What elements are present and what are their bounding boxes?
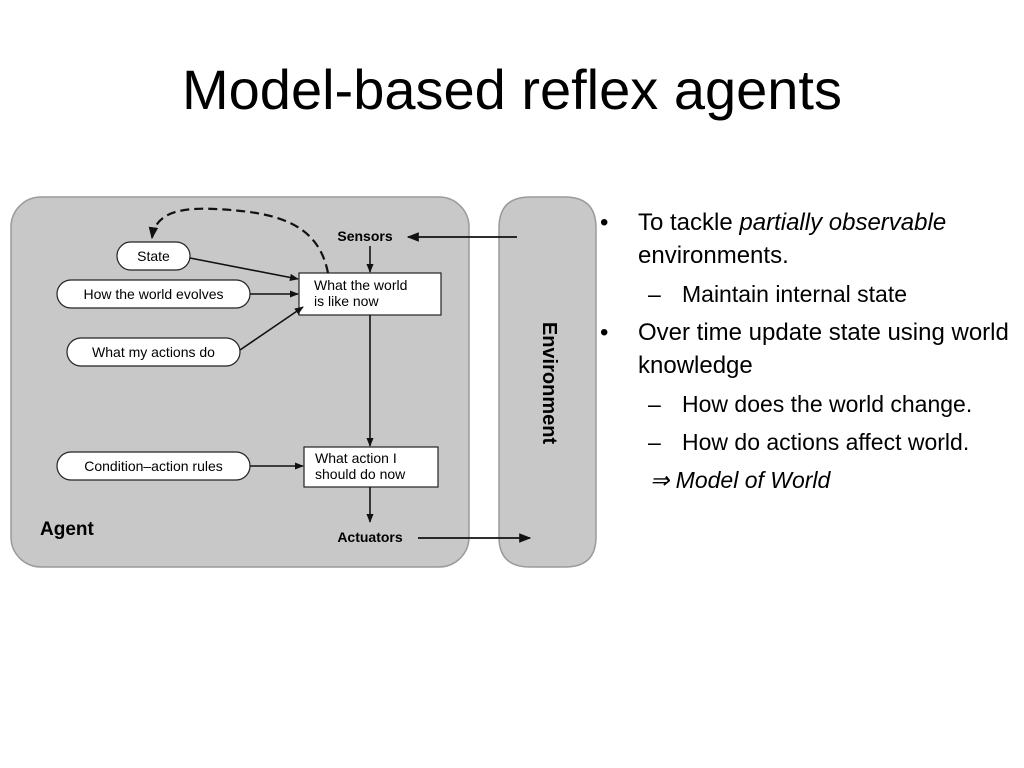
world-now-box-line2: is like now — [314, 293, 379, 309]
state-to-world-arrow — [189, 257, 299, 281]
sub-bullet-dash: – — [648, 281, 661, 307]
conclusion-model-of-world: ⇒ Model of World — [598, 464, 1018, 496]
bullet-text-prefix: To tackle — [638, 209, 740, 236]
sub-bullet-world-change: – How does the world change. — [598, 388, 1018, 420]
sub-bullet-text: How does the world change. — [682, 391, 973, 417]
state-feedback-dashed-arrow — [148, 207, 330, 274]
implies-symbol: ⇒ — [650, 467, 670, 493]
actuators-label: Actuators — [337, 529, 403, 545]
agent-label: Agent — [40, 519, 95, 540]
bullet-list: • To tackle partially observable environ… — [598, 206, 1018, 496]
slide-title: Model-based reflex agents — [182, 58, 842, 121]
state-oval-label: State — [137, 248, 170, 264]
bullet-partially-observable: • To tackle partially observable environ… — [598, 206, 1018, 272]
rules-oval-label: Condition–action rules — [84, 458, 223, 474]
action-now-box-line2: should do now — [315, 466, 406, 482]
bullet-text-suffix: environments. — [638, 242, 789, 269]
bullet-dot: • — [600, 209, 609, 236]
sub-bullet-dash: – — [648, 429, 661, 455]
bullet-update-state: • Over time update state using world kno… — [598, 316, 1018, 382]
bullet-text-emphasis: partially observable — [739, 209, 947, 236]
environment-label: Environment — [538, 322, 560, 445]
agent-panel — [10, 196, 470, 568]
sub-bullet-dash: – — [648, 391, 661, 417]
environment-panel — [498, 196, 597, 568]
actions-to-world-arrow — [239, 306, 304, 351]
my-actions-oval — [66, 337, 241, 367]
bullet-dot: • — [600, 319, 609, 346]
sensors-label: Sensors — [337, 228, 392, 244]
sub-bullet-text: Maintain internal state — [682, 281, 908, 307]
world-evolves-oval-label: How the world evolves — [83, 286, 223, 302]
bullet-text: Over time update state using world knowl… — [638, 319, 1009, 379]
sub-bullet-text: How do actions affect world. — [682, 429, 970, 455]
sub-bullet-actions-affect: – How do actions affect world. — [598, 426, 1018, 458]
world-now-box — [298, 272, 442, 316]
action-now-box-line1: What action I — [315, 450, 397, 466]
action-now-box — [303, 446, 439, 488]
sub-bullet-internal-state: – Maintain internal state — [598, 278, 1018, 310]
my-actions-oval-label: What my actions do — [92, 344, 215, 360]
conclusion-text: Model of World — [669, 467, 831, 493]
world-now-box-line1: What the world — [314, 277, 407, 293]
state-oval — [116, 241, 191, 271]
